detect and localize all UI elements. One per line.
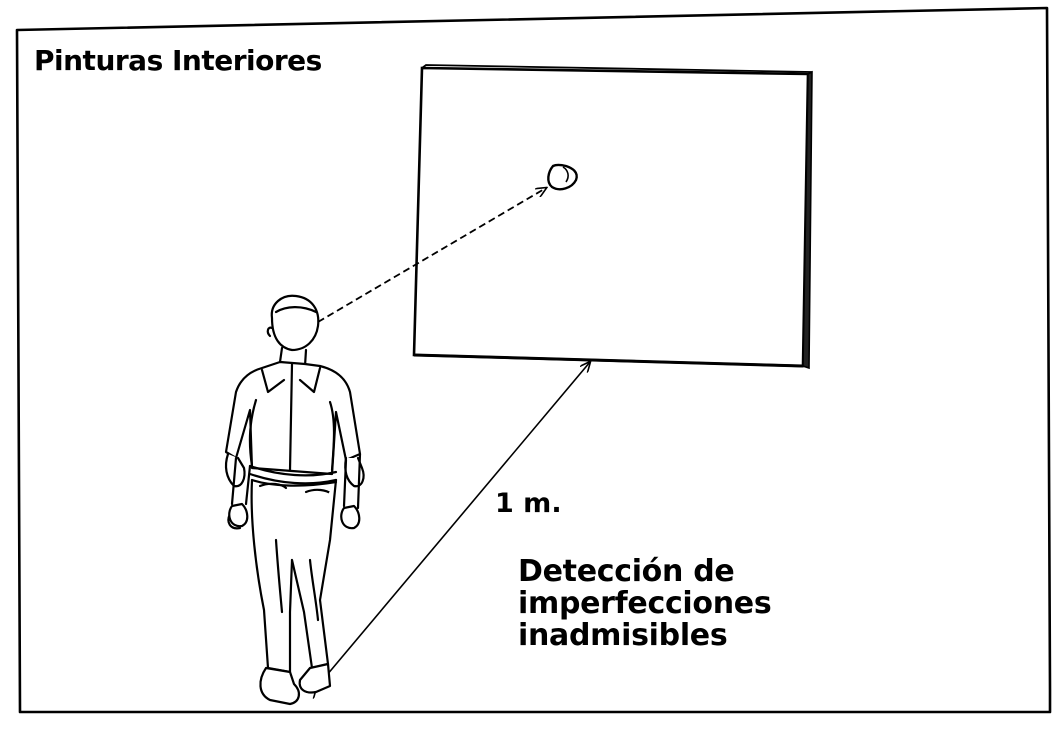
caption-line-3: inadmisibles [518,618,728,653]
caption-line-1: Detección de [518,554,735,589]
distance-label: 1 m. [495,488,562,519]
sight-line [318,188,546,322]
wall-panel [412,64,813,370]
inspector-figure [224,294,365,706]
imperfection-spot [547,163,578,191]
diagram-title: Pinturas Interiores [34,44,322,77]
caption: Detección de imperfecciones inadmisibles [518,554,772,653]
caption-line-2: imperfecciones [518,586,772,621]
distance-line [316,362,590,688]
figure-border [15,6,1052,714]
